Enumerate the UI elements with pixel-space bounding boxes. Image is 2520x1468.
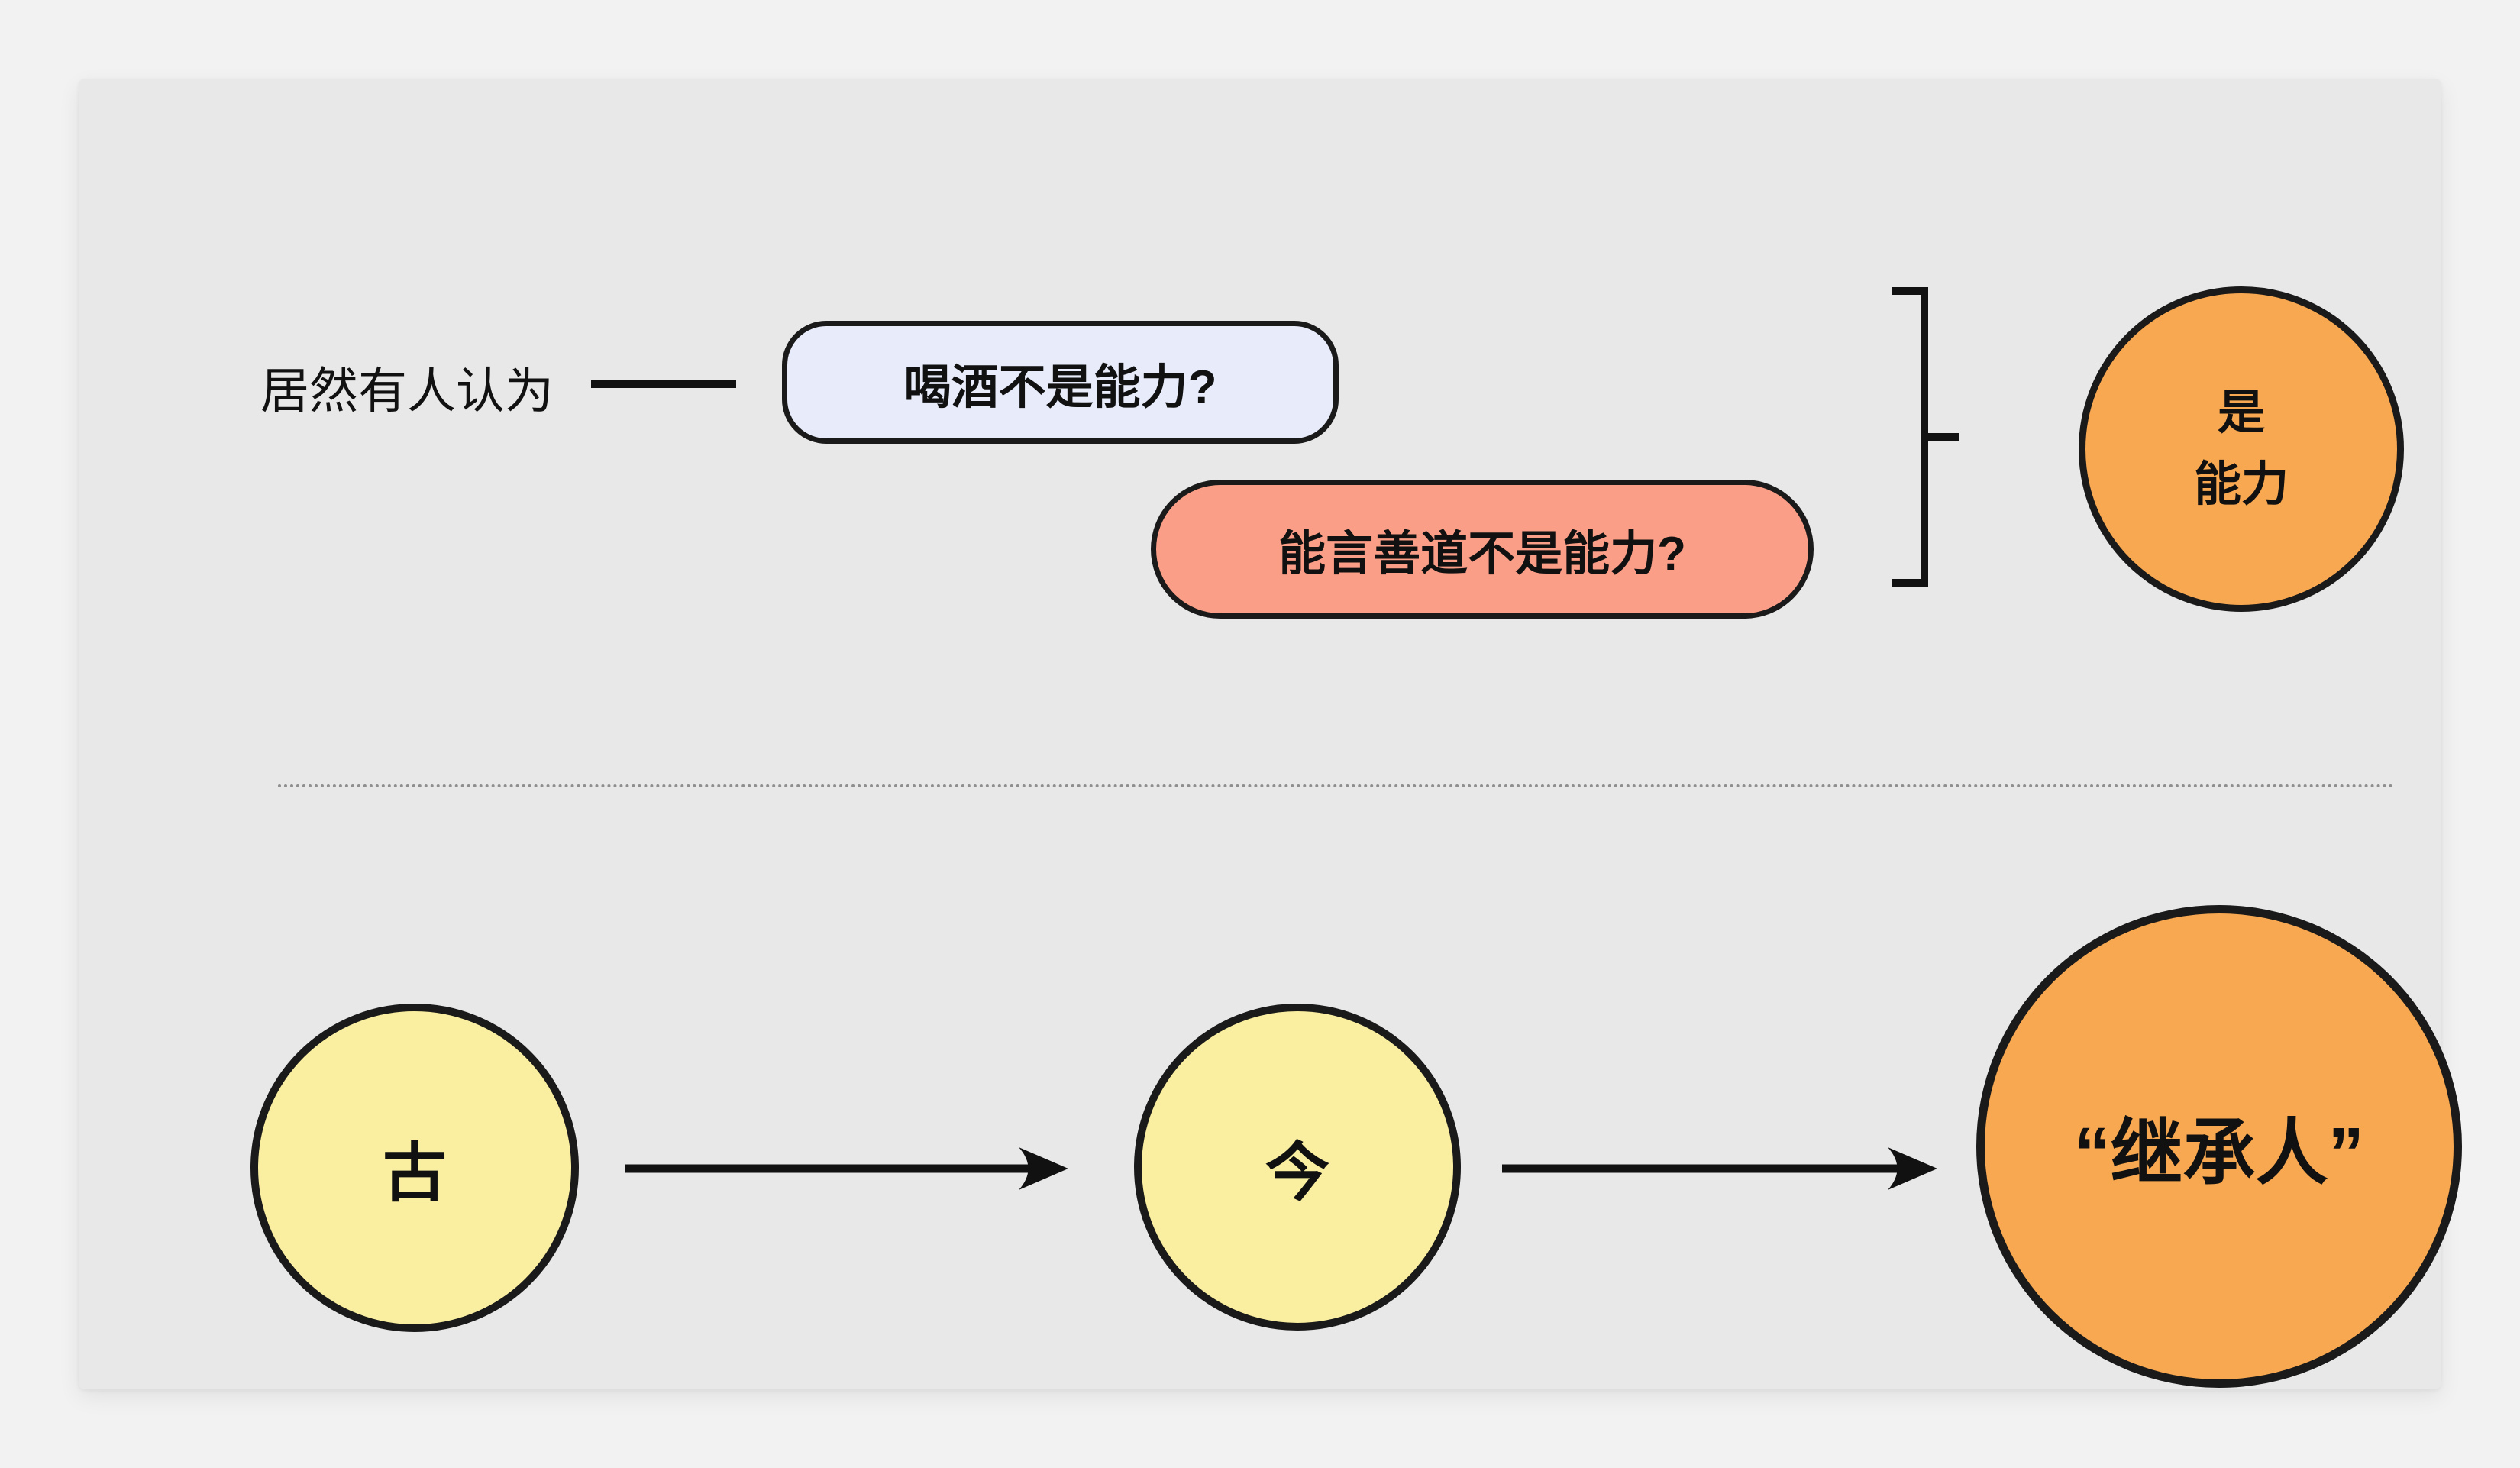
- bubble-drinking: 喝酒不是能力?: [782, 321, 1339, 444]
- connector-line: [591, 380, 736, 388]
- diagram-panel: 居然有人认为 喝酒不是能力? 能言善道不是能力? 是 能力 古 今 “继承人”: [79, 79, 2462, 1389]
- conclusion-line2: 能力: [2193, 458, 2289, 511]
- timeline-node-heir: “继承人”: [1976, 905, 2462, 1388]
- bubble-eloquence: 能言善道不是能力?: [1151, 480, 1814, 619]
- dotted-divider: [278, 784, 2395, 787]
- arrow-right-icon: [625, 1147, 1068, 1190]
- bracket-icon: [1892, 287, 1959, 587]
- conclusion-circle: 是 能力: [2079, 286, 2404, 612]
- arrow-right-icon: [1502, 1147, 1937, 1190]
- intro-text: 居然有人认为: [260, 364, 554, 419]
- conclusion-line1: 是: [2217, 386, 2265, 439]
- timeline-node-present: 今: [1134, 1004, 1461, 1331]
- timeline-node-ancient: 古: [250, 1004, 579, 1332]
